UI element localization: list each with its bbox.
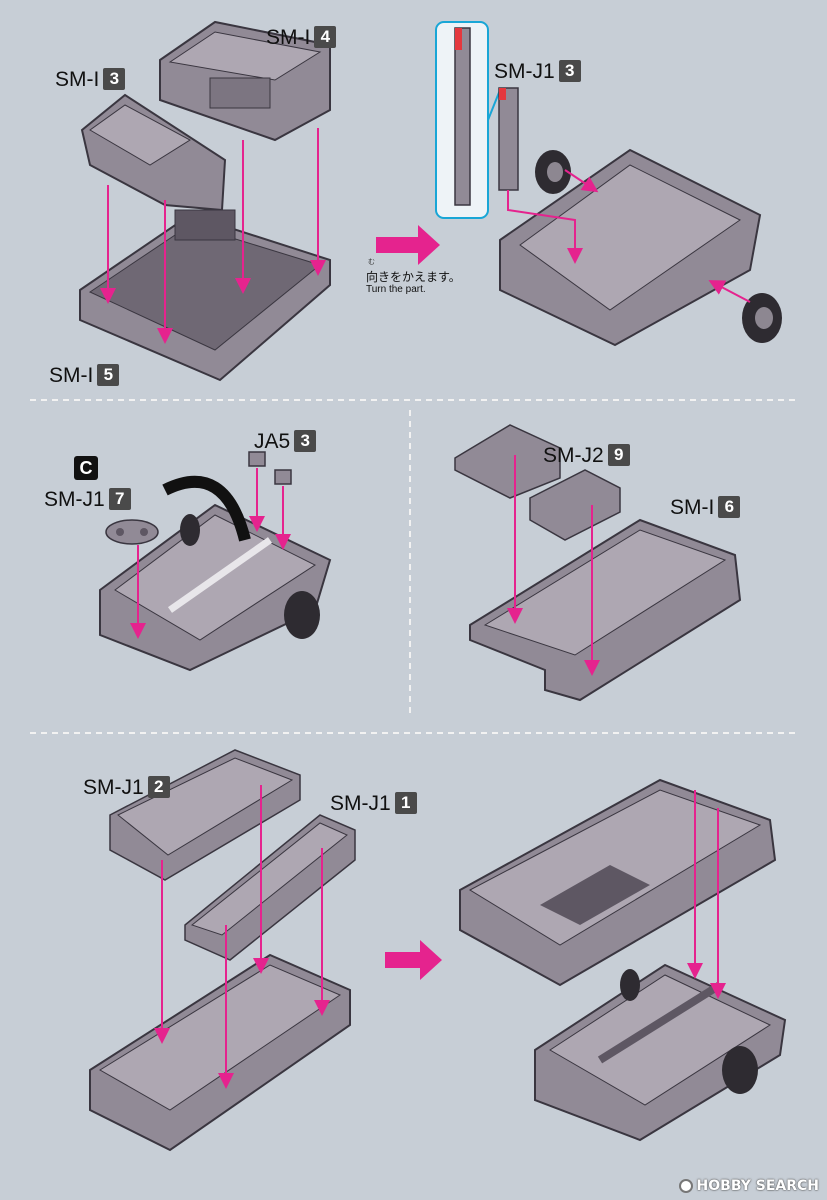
arrows-section2-right (507, 455, 600, 676)
label-smi3-num: 3 (103, 68, 126, 90)
part-smj1-7 (105, 519, 159, 545)
label-ja5: JA5 3 (254, 429, 317, 453)
part-smi5 (79, 209, 331, 382)
part-smj2-9 (454, 424, 621, 541)
label-smi5: SM-I 5 (49, 363, 120, 387)
label-smj2-9: SM-J2 9 (543, 444, 630, 466)
part-smj1-3 (498, 87, 519, 191)
rotate-arrow (162, 475, 251, 542)
label-smi4: SM-I 4 (266, 25, 337, 49)
assembled-base (459, 778, 777, 987)
label-smj2-9-name: SM-J2 (543, 443, 604, 467)
part-smi4 (159, 20, 331, 142)
wheel-lower (742, 293, 782, 343)
part-smj1-2 (109, 749, 301, 881)
label-smi3-name: SM-I (55, 67, 100, 91)
chassis-section3 (534, 963, 787, 1142)
label-smi5-num: 5 (97, 364, 120, 386)
watermark-logo-icon (678, 1179, 693, 1193)
label-smi6: SM-I 6 (670, 495, 741, 519)
label-smi5-name: SM-I (49, 363, 94, 387)
note-english: Turn the part. (366, 284, 426, 295)
note-ruby: む (368, 259, 375, 266)
note-japanese: 向きをかえます。 (366, 270, 461, 284)
label-smj1-3: SM-J1 3 (494, 60, 581, 82)
result-arrow (385, 940, 442, 980)
label-smj1-7-num: 7 (108, 488, 131, 510)
part-smj1-1 (184, 814, 356, 961)
arrows-section2-left (130, 468, 291, 639)
label-smj1-2-num: 2 (147, 776, 170, 798)
label-smj1-2-name: SM-J1 (83, 775, 144, 799)
arrows-section3-left (154, 785, 330, 1089)
arrows-section3-right (687, 790, 726, 999)
step-badge: C (74, 456, 98, 480)
label-smi4-name: SM-I (266, 25, 311, 49)
label-smj1-3-name: SM-J1 (494, 59, 555, 83)
label-smj1-1-num: 1 (394, 792, 417, 814)
label-smi6-name: SM-I (670, 495, 715, 519)
base-section3-left (89, 953, 351, 1152)
chassis-turned (499, 148, 762, 347)
label-smj2-9-num: 9 (607, 444, 630, 466)
label-smj1-7: SM-J1 7 (44, 488, 131, 510)
watermark-text: HOBBY SEARCH (696, 1178, 819, 1194)
wheel-upper (535, 150, 571, 194)
part-smi6 (469, 518, 742, 702)
chassis-step-c (99, 503, 332, 672)
watermark: HOBBY SEARCH (678, 1178, 819, 1194)
label-smj1-2: SM-J1 2 (83, 776, 170, 798)
label-smj1-3-num: 3 (558, 60, 581, 82)
part-ja5 (248, 451, 292, 485)
arrows-section1-left (100, 128, 326, 344)
callout-box (435, 21, 501, 219)
label-smi6-num: 6 (718, 496, 741, 518)
label-ja5-num: 3 (294, 430, 317, 452)
label-smi3: SM-I 3 (55, 67, 126, 91)
label-smi4-num: 4 (314, 26, 337, 48)
arrows-section1-right (507, 169, 751, 303)
label-smj1-7-name: SM-J1 (44, 487, 105, 511)
label-smj1-1-name: SM-J1 (330, 791, 391, 815)
label-ja5-name: JA5 (254, 429, 291, 453)
label-smj1-1: SM-J1 1 (330, 792, 417, 814)
turn-arrow (376, 225, 440, 265)
